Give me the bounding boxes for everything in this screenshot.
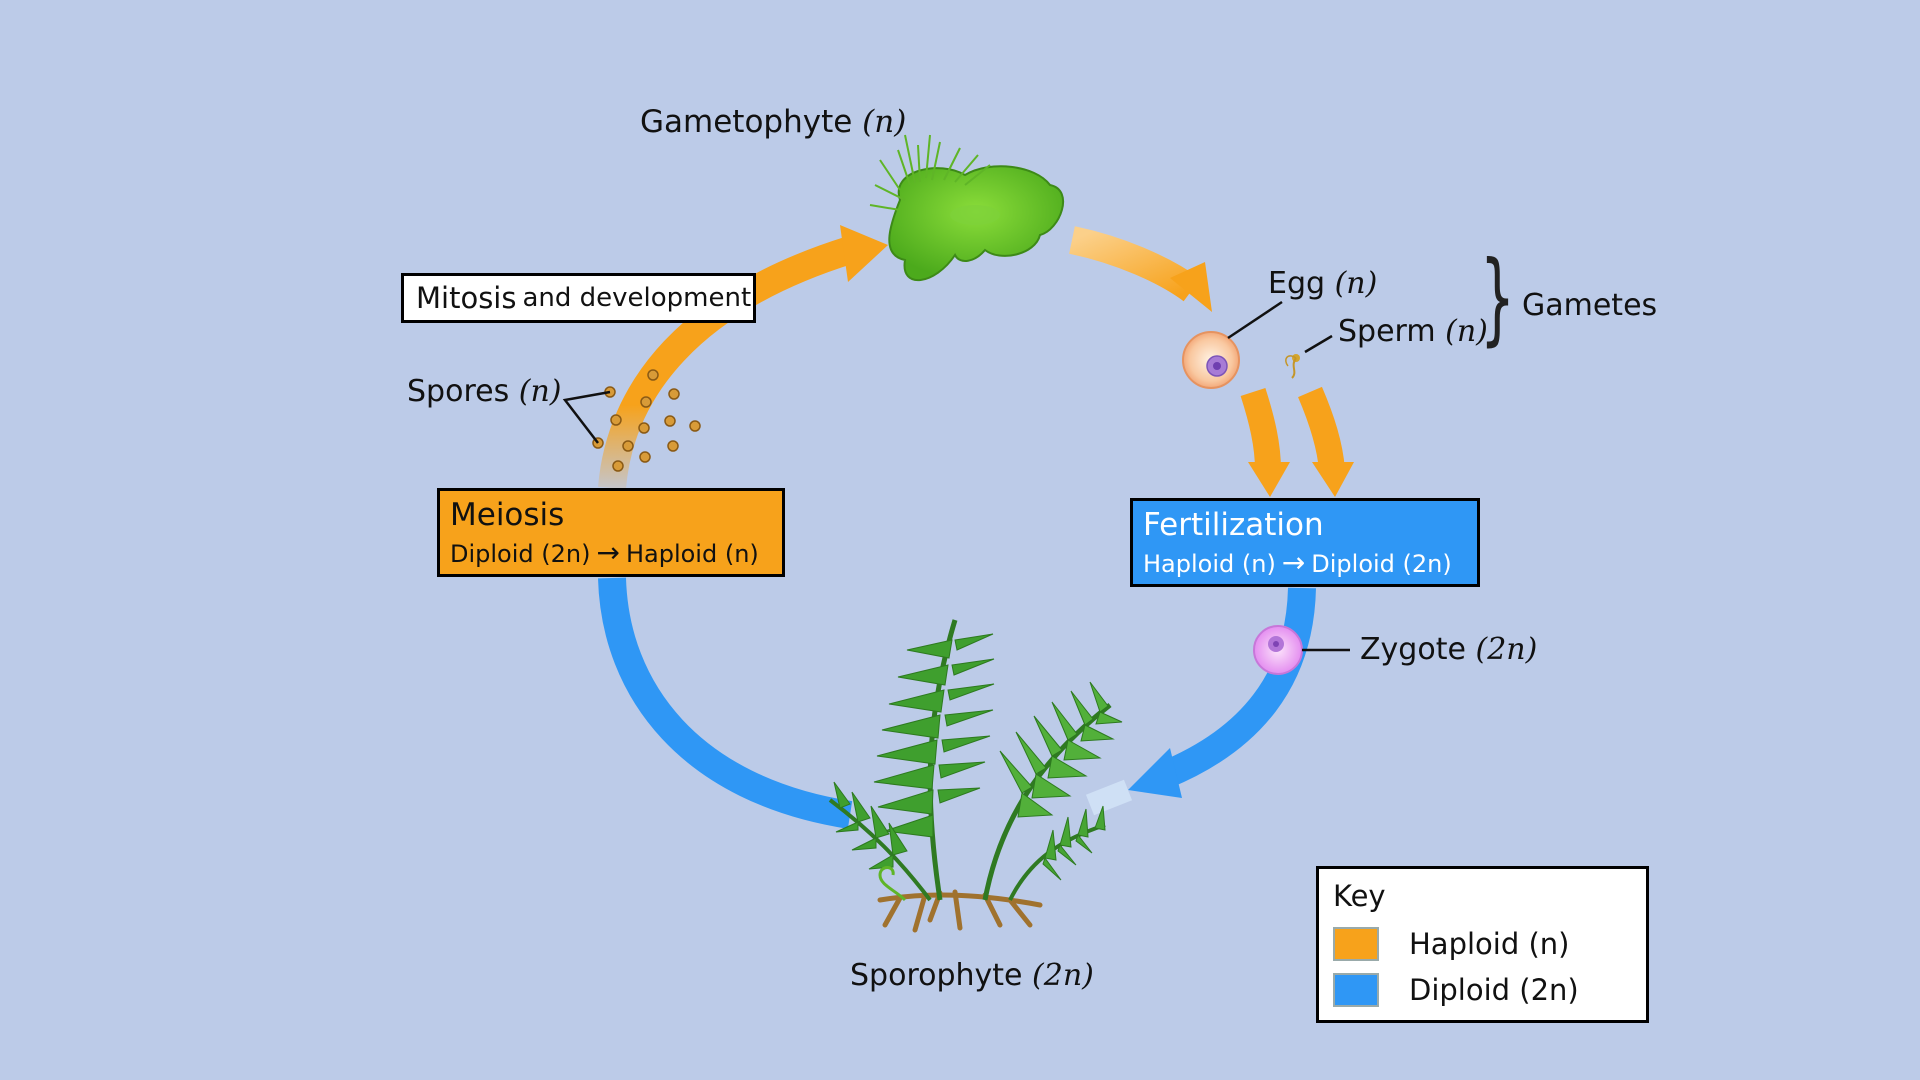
key-legend: Key Haploid (n) Diploid (2n) — [1316, 866, 1649, 1023]
spore-dot-icon — [664, 415, 676, 427]
fern-sporophyte-icon — [828, 619, 1123, 933]
mitosis-development-box: Mitosis and development — [401, 273, 756, 323]
spore-dot-icon — [638, 422, 650, 434]
spores-cluster — [562, 369, 701, 472]
arrow-egg-to-fertilization — [1240, 388, 1281, 471]
gametes-label: Gametes — [1522, 288, 1658, 323]
zygote-label: Zygote (2n) — [1360, 632, 1538, 667]
arrowhead-to-sporophyte — [1128, 748, 1182, 798]
arrowhead-egg-fert — [1248, 462, 1290, 497]
key-title: Key — [1333, 879, 1386, 913]
arrow-sperm-to-fertilization — [1298, 386, 1345, 472]
diploid-label: Diploid (2n) — [1409, 973, 1579, 1007]
egg-label: Egg (n) — [1268, 266, 1378, 301]
fertilization-title: Fertilization — [1143, 507, 1324, 543]
haploid-swatch — [1333, 927, 1379, 961]
fertilization-transition: Haploid (n)→Diploid (2n) — [1143, 546, 1452, 579]
spore-dot-icon — [640, 396, 652, 408]
meiosis-title: Meiosis — [450, 497, 565, 533]
spores-label: Spores (n) — [407, 374, 562, 409]
haploid-label: Haploid (n) — [1409, 927, 1570, 961]
spore-dot-icon — [689, 420, 701, 432]
spore-dot-icon — [647, 369, 659, 381]
sporophyte-label: Sporophyte (2n) — [850, 958, 1094, 993]
arrow-right-icon: → — [596, 536, 620, 569]
spore-dot-icon — [667, 440, 679, 452]
arrowhead-to-egg — [1170, 262, 1212, 312]
gametophyte-label: Gametophyte (n) — [640, 104, 907, 140]
spore-dot-icon — [668, 388, 680, 400]
arrow-zygote-to-sporophyte — [1159, 587, 1316, 788]
key-item-diploid: Diploid (2n) — [1333, 967, 1632, 1013]
arrow-right-icon: → — [1281, 546, 1306, 579]
arrow-mitosis-development — [598, 236, 855, 490]
spores-pointer-lines — [562, 390, 611, 444]
arrow-sporophyte-to-meiosis — [598, 577, 853, 829]
key-item-haploid: Haploid (n) — [1333, 921, 1632, 967]
meiosis-box: Meiosis Diploid (2n)→Haploid (n) — [437, 488, 785, 577]
sperm-label: Sperm (n) — [1338, 314, 1488, 349]
spore-dot-icon — [639, 451, 651, 463]
spore-dot-icon — [622, 440, 634, 452]
arrowhead-sperm-fert — [1312, 462, 1354, 497]
zygote-cell-icon — [1253, 625, 1350, 675]
spore-dot-icon — [612, 460, 624, 472]
meiosis-transition: Diploid (2n)→Haploid (n) — [450, 536, 759, 569]
diploid-swatch — [1333, 973, 1379, 1007]
spore-dot-icon — [610, 414, 622, 426]
mitosis-subtitle: and development — [522, 283, 752, 313]
fertilization-box: Fertilization Haploid (n)→Diploid (2n) — [1130, 498, 1480, 587]
gametophyte-icon — [869, 134, 1065, 282]
gametes-brace: } — [1480, 239, 1515, 356]
mitosis-title: Mitosis — [416, 281, 517, 315]
sperm-cell-icon — [1285, 334, 1333, 379]
arrow-to-gametes — [1069, 226, 1201, 302]
egg-cell-icon — [1182, 300, 1283, 389]
arrowhead-to-gametophyte — [840, 225, 888, 282]
